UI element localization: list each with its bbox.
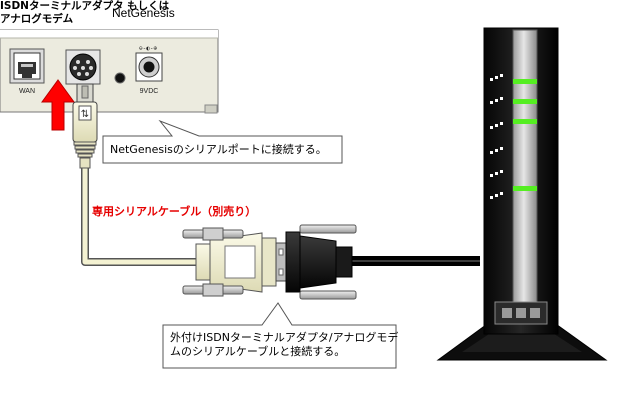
callout-serial-port-bubble — [102, 119, 343, 164]
cable-label: 専用シリアルケーブル（別売り） — [92, 205, 257, 218]
dc-power-jack: ⊖-◐-⊕ — [135, 45, 163, 82]
adapter-caption: ISDNターミナルアダプタ もしくはアナログモデム — [0, 0, 170, 25]
serial-port — [65, 49, 101, 85]
indicator-hole — [114, 72, 126, 84]
status-led — [513, 186, 537, 191]
wan-port — [9, 48, 45, 84]
wan-port-label: WAN — [19, 88, 35, 95]
plug-orientation-icon: ⇅ — [81, 109, 89, 120]
insert-arrow-icon — [41, 79, 75, 131]
device-title: NetGenesis — [112, 6, 175, 20]
status-icon-column — [490, 74, 503, 199]
polarity-symbol: ⊖-◐-⊕ — [139, 45, 157, 52]
netgenesis-device: ⊖-◐-⊕ WAN 9VDC — [0, 29, 219, 114]
status-led — [513, 119, 537, 124]
callout-adapter-bubble — [162, 302, 397, 369]
front-panel-strip — [512, 29, 538, 319]
db9-connector-pair — [182, 224, 357, 300]
isdn-modem-tower — [436, 27, 608, 361]
serial-cable — [81, 168, 197, 266]
dc-port-label: 9VDC — [140, 88, 159, 95]
callout-serial-port-text: NetGenesisのシリアルポートに接続する。 — [110, 143, 327, 156]
status-led — [513, 99, 537, 104]
mini-din-plug: ⇅ — [72, 83, 98, 169]
status-led — [513, 79, 537, 84]
callout-adapter-text: 外付けISDNターミナルアダプタ/アナログモデムのシリアルケーブルと接続する。 — [170, 331, 399, 358]
